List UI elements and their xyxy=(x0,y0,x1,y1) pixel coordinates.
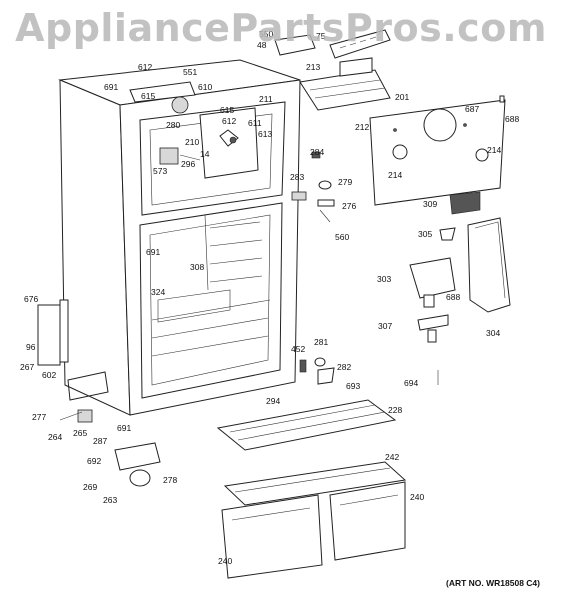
lower-hardware xyxy=(59,357,439,487)
part-label: 213 xyxy=(306,62,320,72)
part-label: 48 xyxy=(257,40,267,50)
part-label: 296 xyxy=(181,159,195,169)
evaporator-panel xyxy=(369,95,506,206)
part-label: 324 xyxy=(151,287,165,297)
part-label: 308 xyxy=(190,262,204,272)
part-label: 693 xyxy=(346,381,360,391)
part-label: 615 xyxy=(141,91,155,101)
part-label: 214 xyxy=(388,170,402,180)
part-label: 550 xyxy=(259,29,273,39)
part-label: 602 xyxy=(42,370,56,380)
part-label: 75 xyxy=(316,31,326,41)
part-label: 284 xyxy=(310,147,324,157)
part-label: 14 xyxy=(200,149,210,159)
part-label: 687 xyxy=(465,104,479,114)
part-label: 452 xyxy=(291,344,305,354)
part-label: 613 xyxy=(258,129,272,139)
controls-assemblies xyxy=(291,151,511,343)
shelves-and-drawers xyxy=(216,399,407,579)
top-assemblies xyxy=(129,29,391,179)
part-label: 611 xyxy=(248,118,262,128)
part-label: 201 xyxy=(395,92,409,102)
part-label: 279 xyxy=(338,177,352,187)
part-label: 269 xyxy=(83,482,97,492)
part-label: 210 xyxy=(185,137,199,147)
part-label: 688 xyxy=(505,114,519,124)
part-label: 304 xyxy=(486,328,500,338)
part-label: 228 xyxy=(388,405,402,415)
part-label: 560 xyxy=(335,232,349,242)
part-label: 612 xyxy=(222,116,236,126)
part-label: 282 xyxy=(337,362,351,372)
part-label: 294 xyxy=(266,396,280,406)
part-label: 264 xyxy=(48,432,62,442)
part-label: 240 xyxy=(218,556,232,566)
part-label: 242 xyxy=(385,452,399,462)
part-label: 212 xyxy=(355,122,369,132)
part-label: 265 xyxy=(73,428,87,438)
part-label: 280 xyxy=(166,120,180,130)
part-label: 573 xyxy=(153,166,167,176)
part-label: 305 xyxy=(418,229,432,239)
part-label: 214 xyxy=(487,145,501,155)
part-label: 612 xyxy=(138,62,152,72)
part-label: 303 xyxy=(377,274,391,284)
part-label: 263 xyxy=(103,495,117,505)
part-label: 610 xyxy=(198,82,212,92)
part-labels: 550 48 75 213 612 551 691 610 615 615 28… xyxy=(20,29,519,566)
part-label: 287 xyxy=(93,436,107,446)
watermark: AppliancePartsPros.com xyxy=(15,6,547,50)
part-label: 688 xyxy=(446,292,460,302)
part-label: 276 xyxy=(342,201,356,211)
art-number: (ART NO. WR18508 C4) xyxy=(446,578,540,588)
part-label: 691 xyxy=(117,423,131,433)
part-label: 283 xyxy=(290,172,304,182)
part-label: 278 xyxy=(163,475,177,485)
part-label: 267 xyxy=(20,362,34,372)
part-label: 281 xyxy=(314,337,328,347)
part-label: 309 xyxy=(423,199,437,209)
part-label: 692 xyxy=(87,456,101,466)
part-label: 96 xyxy=(26,342,36,352)
part-label: 691 xyxy=(146,247,160,257)
part-label: 551 xyxy=(183,67,197,77)
part-label: 307 xyxy=(378,321,392,331)
cabinet-drawing xyxy=(37,59,301,416)
part-label: 277 xyxy=(32,412,46,422)
part-label: 240 xyxy=(410,492,424,502)
part-label: 615 xyxy=(220,105,234,115)
part-label: 211 xyxy=(259,94,273,104)
part-label: 694 xyxy=(404,378,418,388)
part-label: 676 xyxy=(24,294,38,304)
part-label: 691 xyxy=(104,82,118,92)
